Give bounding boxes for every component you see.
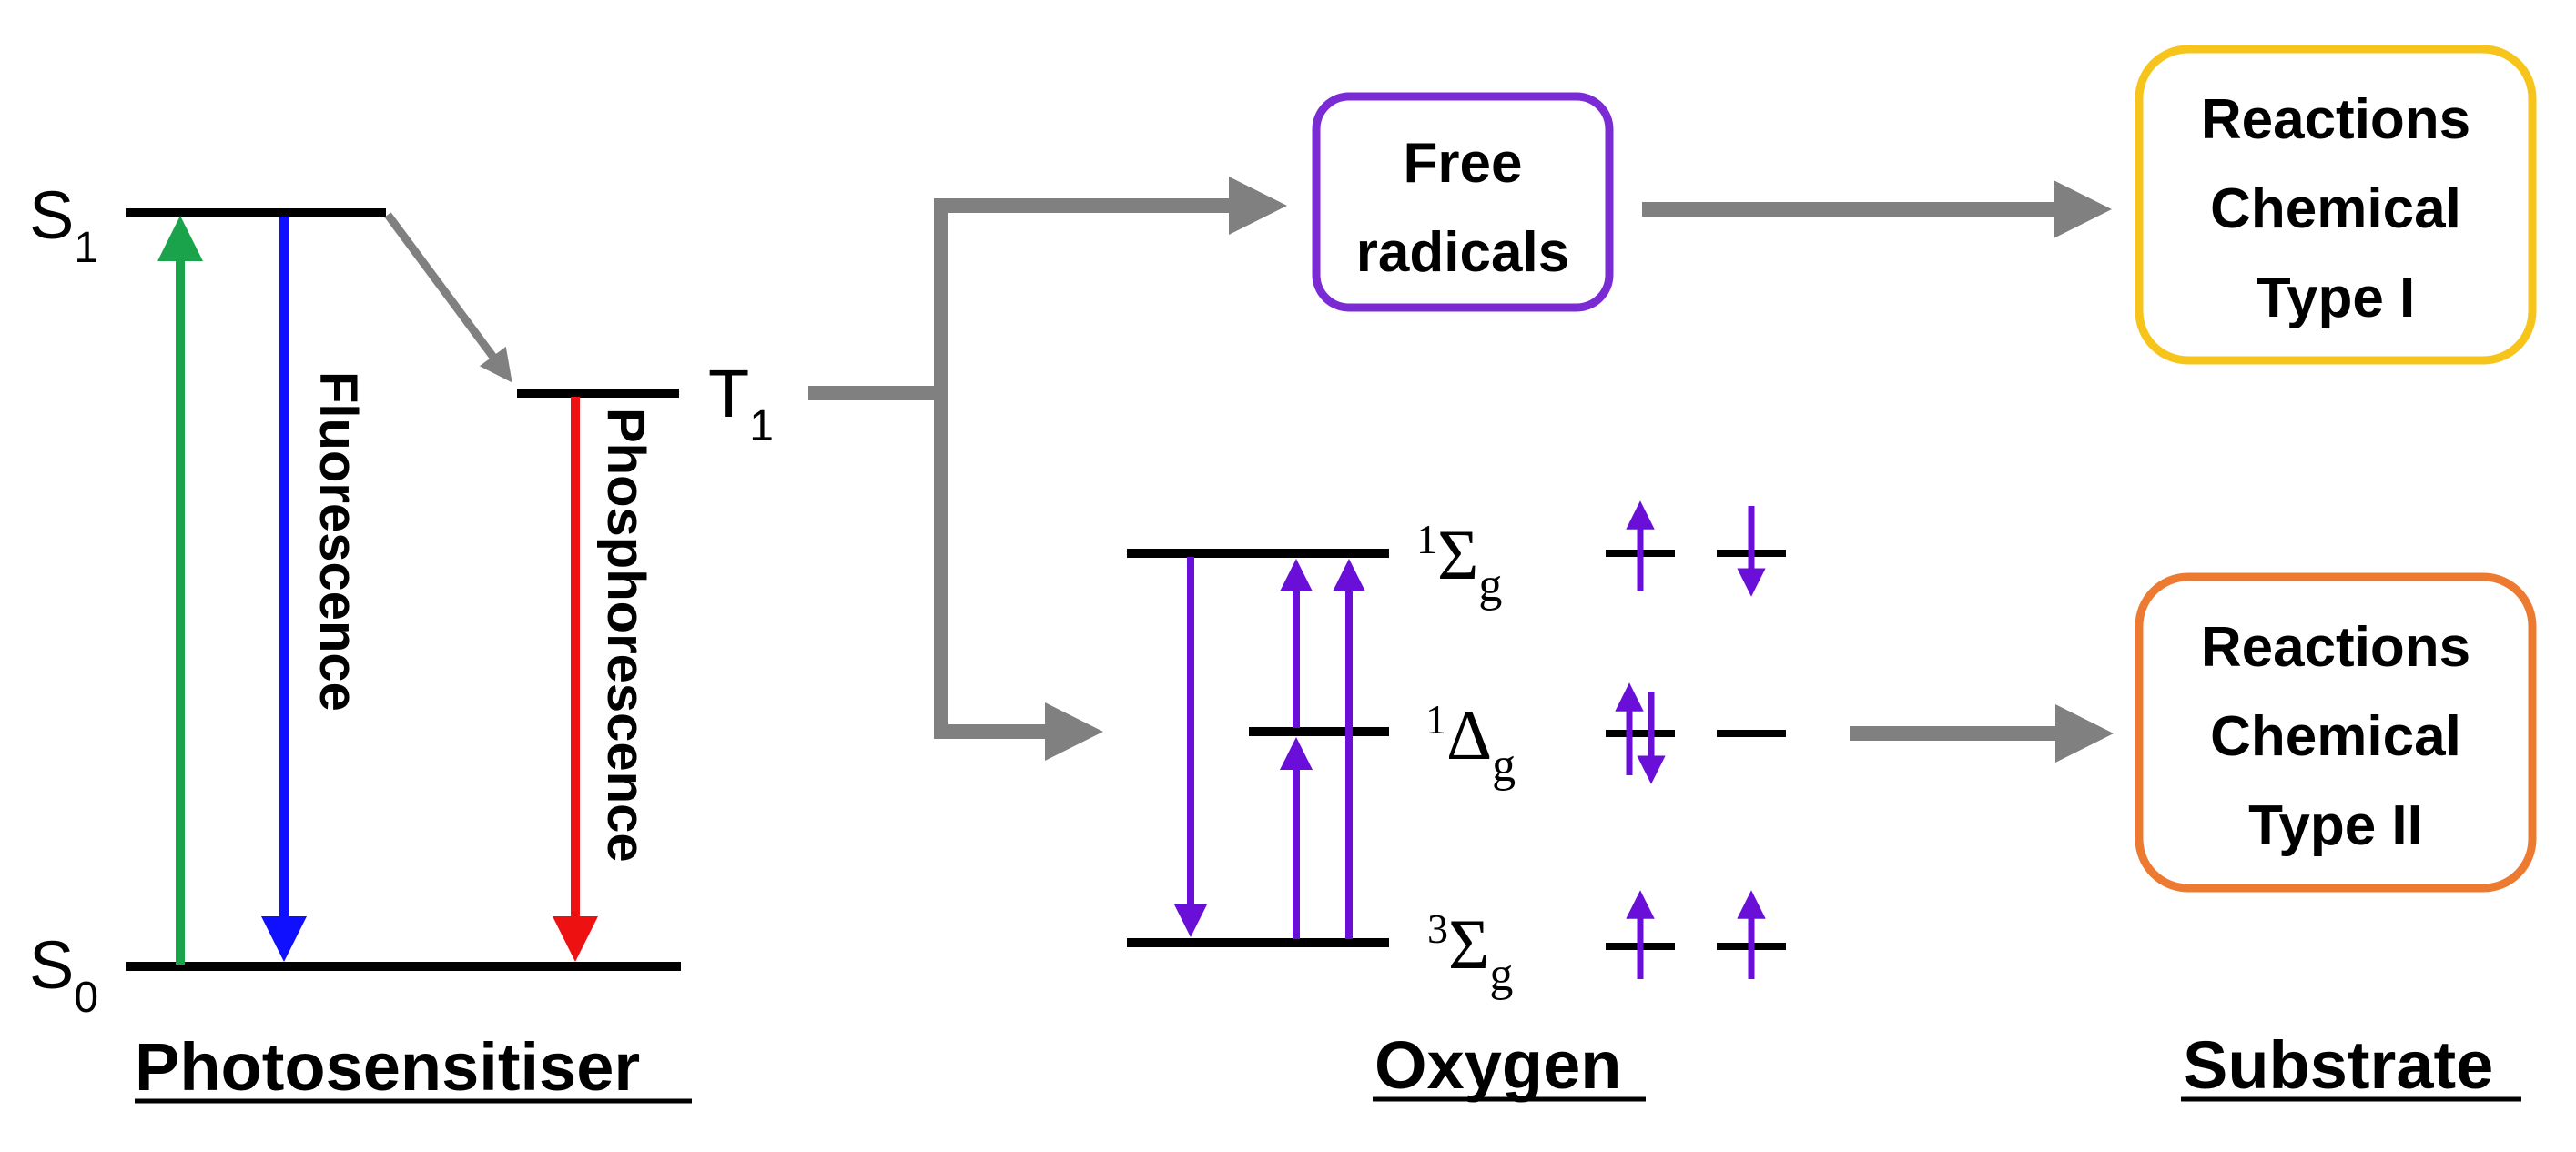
s1-label: S1 (29, 177, 98, 272)
type2-line2: Chemical (2210, 705, 2461, 768)
delta-label: 1Δg (1425, 695, 1516, 792)
type2-border (2135, 572, 2537, 893)
sigma-ground-orbitals (1606, 890, 1786, 979)
intersystem-crossing-arrow (384, 212, 512, 383)
t1-label: T1 (708, 356, 774, 450)
type1-line3: Type I (2257, 267, 2416, 329)
fluorescence-label: Fluorescence (309, 371, 368, 712)
type1-line2: Chemical (2210, 177, 2461, 240)
oxygen-title: Oxygen (1374, 1027, 1621, 1103)
phosphorescence-label: Phosphorescence (596, 408, 655, 863)
photosensitiser-title: Photosensitiser (135, 1029, 640, 1105)
s0-label: S0 (29, 927, 98, 1022)
substrate-title: Substrate (2183, 1027, 2493, 1103)
free-radicals-line2: radicals (1356, 221, 1569, 284)
type2-line1: Reactions (2201, 616, 2470, 679)
flow-arrows (808, 177, 2114, 763)
sigma-excited-label: 1Σg (1416, 515, 1502, 611)
type2-line3: Type II (2248, 794, 2423, 857)
free-radicals-border (1312, 92, 1614, 312)
type1-border (2135, 45, 2537, 365)
photosensitiser-panel: S1 S0 T1 Fluorescence Phosphorescence Ph… (29, 177, 774, 1105)
oxygen-panel: 1Σg 1Δg 3Σg Oxygen (1127, 500, 1786, 1103)
sigma-ground-label: 3Σg (1427, 904, 1513, 1001)
sigma-excited-orbitals (1606, 500, 1786, 597)
type1-box: Reactions Chemical Type I (2135, 45, 2537, 365)
delta-orbitals (1606, 682, 1786, 784)
type2-box: Reactions Chemical Type II (2135, 572, 2537, 893)
type1-line1: Reactions (2201, 88, 2470, 151)
free-radicals-line1: Free (1404, 132, 1523, 195)
free-radicals-box: Free radicals (1312, 92, 1614, 312)
